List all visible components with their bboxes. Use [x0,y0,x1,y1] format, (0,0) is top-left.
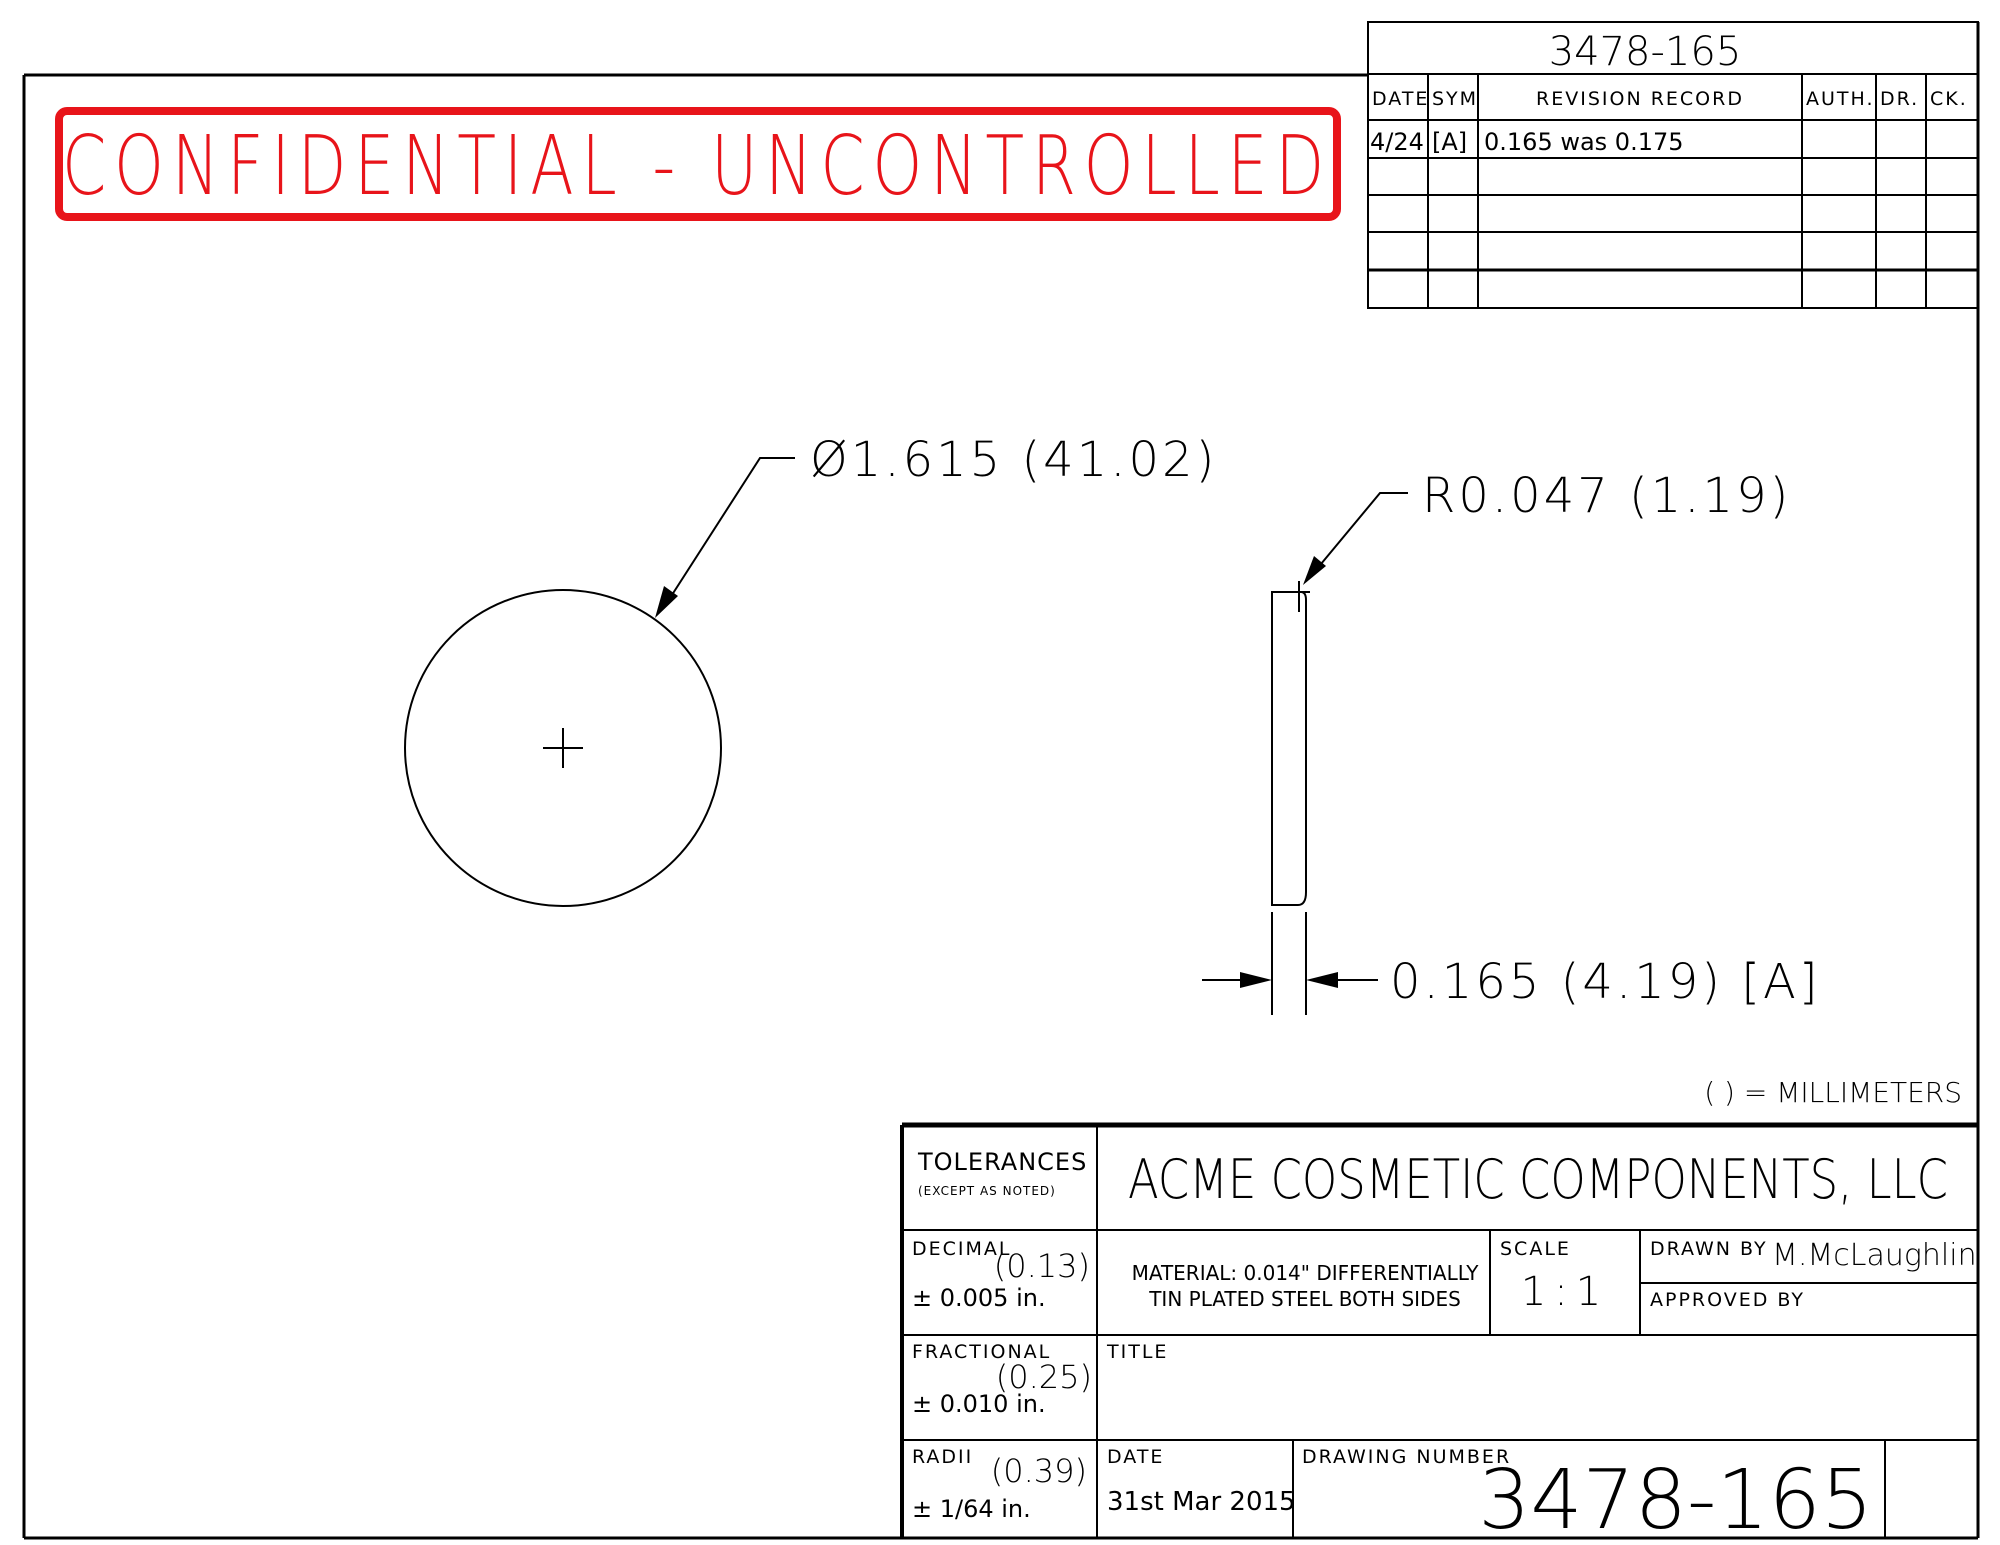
rev-row-record: 0.165 was 0.175 [1484,128,1684,156]
title-block: TOLERANCES (EXCEPT AS NOTED) ACME COSMET… [900,1122,1978,1545]
rev-header-auth: AUTH. [1806,88,1875,110]
radius-leader: R0.047 (1.19) [1303,468,1791,585]
date-value: 31st Mar 2015 [1107,1487,1296,1517]
revision-table: DATE SYM REVISION RECORD AUTH. DR. CK. 4… [1367,73,1979,309]
radii-label: RADII [912,1446,973,1468]
rev-header-ck: CK. [1930,88,1968,110]
radii-tolerance: ± 1/64 in. [912,1495,1031,1523]
drawn-by-label: DRAWN BY [1650,1238,1768,1260]
diameter-leader: Ø1.615 (41.02) [655,432,1217,618]
fractional-label: FRACTIONAL [912,1341,1051,1363]
rev-header-dr: DR. [1880,88,1919,110]
radius-dimension: R0.047 (1.19) [1422,468,1791,524]
drawing-number-value: 3478-165 [1478,1453,1873,1545]
decimal-tolerance: ± 0.005 in. [912,1284,1046,1312]
scale-value: 1:1 [1521,1269,1609,1315]
confidential-stamp-text: CONFIDENTIAL - UNCONTROLLED [62,119,1332,214]
thickness-dimension-lines: 0.165 (4.19) [A] [1202,912,1821,1015]
scale-label: SCALE [1500,1238,1571,1260]
decimal-label: DECIMAL [912,1238,1011,1260]
tolerances-label: TOLERANCES [917,1148,1087,1176]
fractional-tolerance: ± 0.010 in. [912,1390,1046,1418]
diameter-dimension: Ø1.615 (41.02) [810,432,1217,488]
radii-mm: (0.39) [991,1452,1087,1490]
top-number-box: 3478-165 [1367,21,1979,75]
rev-row-date: 4/24 [1370,128,1424,156]
date-label: DATE [1107,1446,1164,1468]
title-label: TITLE [1106,1341,1168,1363]
tolerances-sublabel: (EXCEPT AS NOTED) [918,1184,1056,1198]
company-name: ACME COSMETIC COMPONENTS, LLC [1128,1148,1948,1211]
disc-top-view [404,589,722,907]
material-line-2: TIN PLATED STEEL BOTH SIDES [1148,1287,1461,1311]
drawn-by-value: M.McLaughlin [1772,1238,1977,1273]
approved-by-label: APPROVED BY [1650,1289,1805,1311]
material-line-1: MATERIAL: 0.014" DIFFERENTIALLY [1132,1261,1480,1285]
decimal-mm: (0.13) [994,1247,1090,1285]
drawing-number-label: DRAWING NUMBER [1302,1446,1511,1468]
top-drawing-number: 3478-165 [1549,29,1742,75]
thickness-dimension: 0.165 (4.19) [A] [1390,954,1821,1010]
disc-side-view [1271,581,1310,906]
rev-header-record: REVISION RECORD [1536,88,1744,110]
rev-header-sym: SYM [1432,88,1478,110]
fractional-mm: (0.25) [996,1358,1092,1396]
units-note: ( ) = MILLIMETERS [1704,1076,1962,1109]
rev-row-sym: [A] [1432,128,1467,156]
rev-header-date: DATE [1372,88,1429,110]
confidential-stamp: CONFIDENTIAL - UNCONTROLLED [55,107,1341,221]
